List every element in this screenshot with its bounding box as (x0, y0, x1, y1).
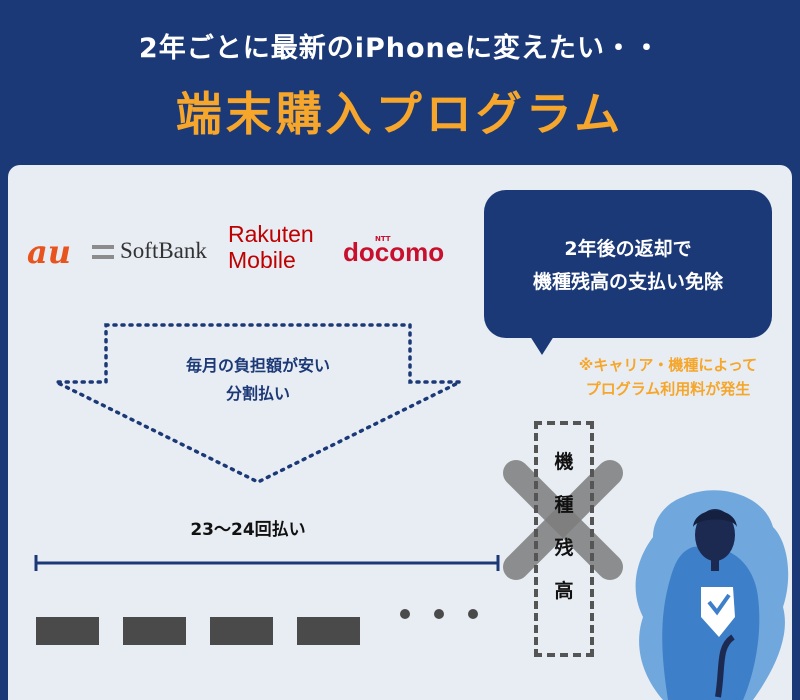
docomo-logo: docomo (343, 237, 445, 267)
headline: 2年ごとに最新のiPhoneに変えたい・・ (138, 33, 662, 64)
ellipsis-dot (400, 609, 410, 619)
remaining-char: 種 (554, 494, 574, 516)
payment-block (123, 617, 186, 645)
ellipsis-dot (434, 609, 444, 619)
fee-note: ※キャリア・機種によって プログラム利用料が発生 (538, 353, 792, 401)
rakuten-logo-line1: Rakuten (228, 221, 314, 247)
exemption-bubble: 2年後の返却で 機種残高の支払い免除 (484, 190, 772, 338)
bubble-line2: 機種残高の支払い免除 (532, 271, 723, 293)
softbank-logo: SoftBank (120, 238, 207, 263)
bubble-line1: 2年後の返却で (564, 238, 692, 260)
page-title: 端末購入プログラム (175, 87, 625, 141)
ellipsis-dot (468, 609, 478, 619)
au-logo: au (27, 233, 71, 271)
arrow-line2: 分割払い (225, 384, 290, 403)
remaining-char: 機 (554, 451, 574, 473)
installment-count: 23〜24回払い (190, 520, 306, 540)
note-line1: ※キャリア・機種によって (578, 356, 758, 374)
note-line2: プログラム利用料が発生 (585, 380, 751, 398)
person-illustration (635, 490, 789, 700)
remaining-char: 残 (554, 537, 574, 559)
remaining-balance-label: 機 種 残 高 (534, 441, 594, 613)
payment-block (210, 617, 273, 645)
rakuten-mobile-logo: Rakuten Mobile (228, 221, 314, 273)
diagram-panel: au SoftBank Rakuten Mobile NTT docomo 2年… (8, 165, 792, 700)
arrow-line1: 毎月の負担額が安い (185, 356, 330, 375)
cross-icon (503, 460, 623, 580)
rakuten-logo-line2: Mobile (228, 247, 296, 273)
remaining-char: 高 (554, 580, 574, 602)
payment-block (36, 617, 99, 645)
payment-block (297, 617, 360, 645)
ntt-prefix: NTT (375, 235, 391, 243)
timeline-line (34, 555, 500, 571)
equals-sign-icon (92, 245, 114, 259)
remaining-balance-box (534, 421, 594, 657)
installment-text: 毎月の負担額が安い 分割払い (148, 352, 368, 408)
bubble-tail (528, 333, 556, 355)
down-arrow-icon (55, 323, 461, 484)
